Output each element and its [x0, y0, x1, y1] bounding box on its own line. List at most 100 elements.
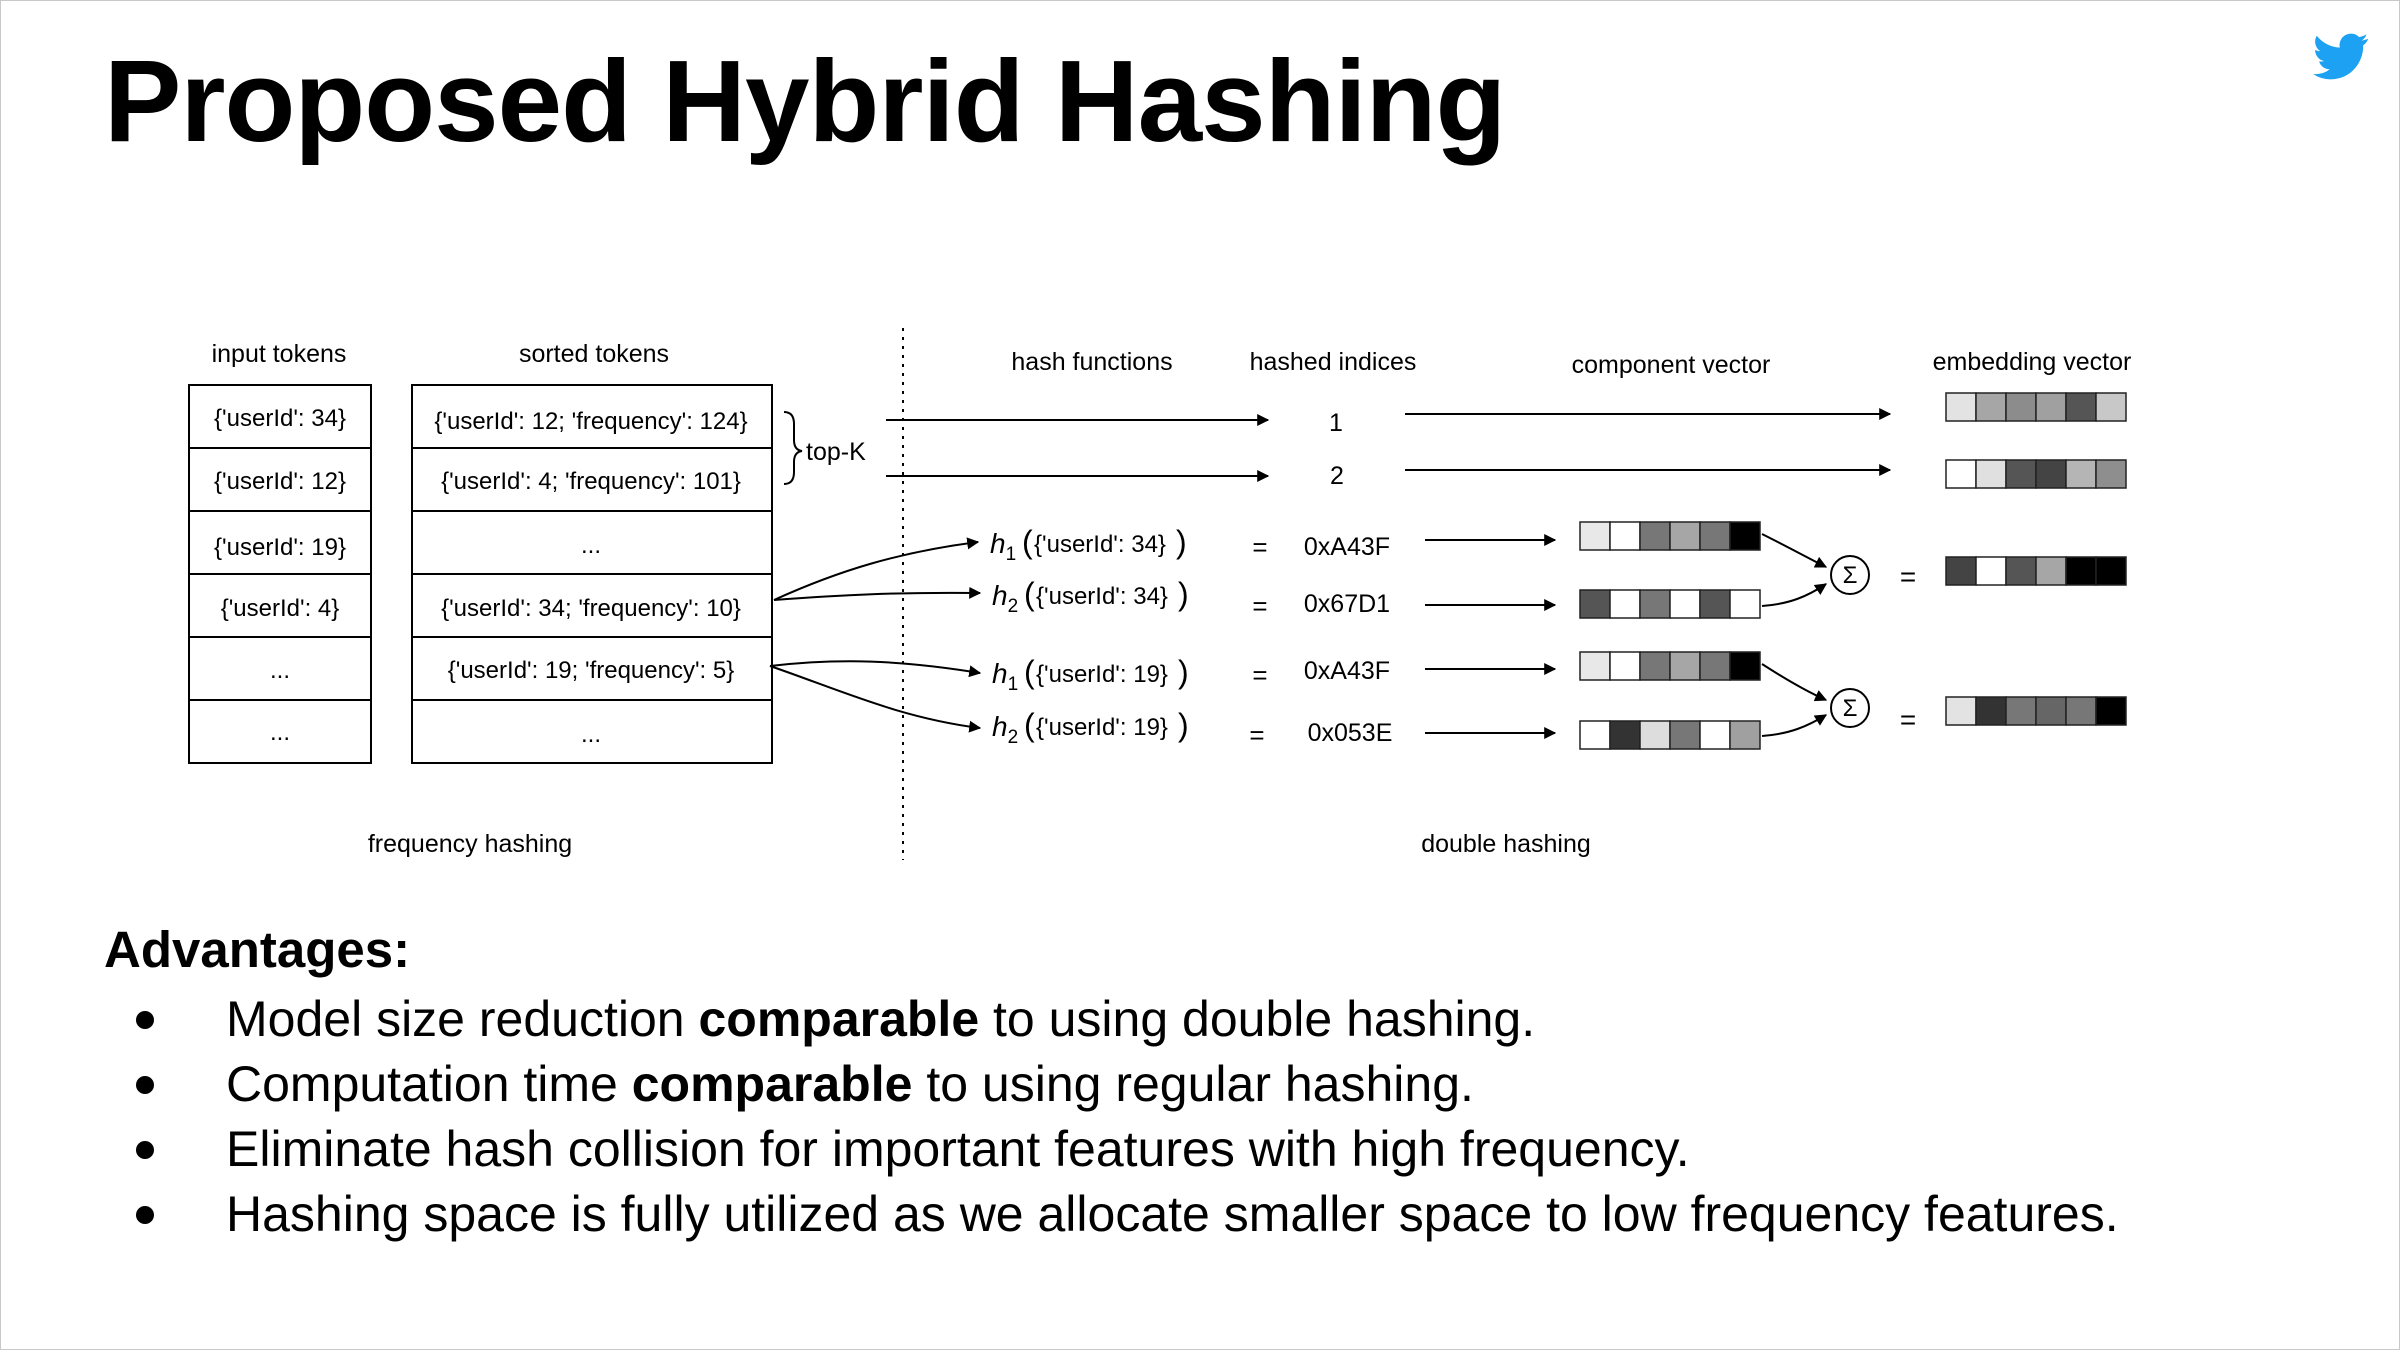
input-token-cell: {'userId': 4}	[221, 595, 340, 622]
input-token-cell: {'userId': 12}	[214, 468, 346, 495]
svg-text:): )	[1178, 576, 1189, 612]
input-token-cell: ...	[270, 719, 290, 746]
svg-text:0x053E: 0x053E	[1308, 719, 1393, 747]
vector-cell	[1729, 720, 1761, 750]
vector-cell	[1729, 651, 1761, 681]
vector-cell	[1975, 392, 2007, 422]
sum-input-arrow	[1761, 663, 1828, 702]
vector-cell	[2005, 392, 2037, 422]
component-vector	[1579, 589, 1761, 619]
vector-cell	[1669, 651, 1701, 681]
vector-cell	[1609, 589, 1641, 619]
vector-cell	[1609, 521, 1641, 551]
vector-cell	[2035, 392, 2067, 422]
vector-cell	[1699, 521, 1731, 551]
svg-text:h1: h1	[992, 658, 1018, 695]
vector-cell	[1669, 589, 1701, 619]
double-hashing-label: double hashing	[1421, 830, 1591, 858]
sorted-token-cell: {'userId': 4; 'frequency': 101}	[441, 468, 741, 495]
vector-cell	[1639, 720, 1671, 750]
vector-cell	[1639, 521, 1671, 551]
svg-text:(: (	[1024, 707, 1035, 743]
input-tokens-header: input tokens	[212, 340, 347, 368]
bullet-icon	[136, 1141, 154, 1159]
sorted-token-cell: {'userId': 12; 'frequency': 124}	[434, 408, 747, 435]
vector-cell	[1579, 589, 1611, 619]
svg-text:): )	[1178, 654, 1189, 690]
embedding-vector-header: embedding vector	[1933, 348, 2132, 376]
hash-input-arrow	[773, 537, 980, 601]
vector-cell	[2035, 696, 2067, 726]
vector-cell	[2095, 696, 2127, 726]
vector-cell	[1579, 651, 1611, 681]
svg-text:0xA43F: 0xA43F	[1304, 533, 1390, 561]
top-k-brace	[783, 411, 803, 485]
slide-title: Proposed Hybrid Hashing	[104, 36, 1506, 166]
input-tokens-dividers	[189, 447, 371, 701]
svg-text:=: =	[1252, 591, 1267, 621]
vector-cell	[2095, 556, 2127, 586]
vector-cell	[1975, 459, 2007, 489]
vector-cell	[1639, 589, 1671, 619]
bullet-icon	[136, 1206, 154, 1224]
embedding-vector	[1945, 696, 2127, 726]
vector-cell	[1579, 720, 1611, 750]
advantage-item: Model size reduction comparable to using…	[128, 987, 2119, 1052]
vector-cell	[1669, 521, 1701, 551]
hash-row: h2 ( {'userId': 19} ) = 0x053E	[992, 707, 1392, 750]
svg-text:=: =	[1252, 532, 1267, 562]
vector-cell	[1579, 521, 1611, 551]
hash-input-arrow	[773, 586, 982, 601]
sorted-token-cell: ...	[581, 532, 601, 559]
sorted-tokens-header: sorted tokens	[519, 340, 669, 368]
component-vector	[1579, 651, 1761, 681]
sorted-token-cell: {'userId': 19; 'frequency': 5}	[448, 657, 735, 684]
vector-cell	[2065, 392, 2097, 422]
hash-functions-header: hash functions	[1011, 348, 1172, 376]
svg-text:h2: h2	[992, 711, 1018, 748]
input-token-cell: {'userId': 34}	[214, 405, 346, 432]
hash-row: h1 ( {'userId': 34} ) = 0xA43F	[990, 524, 1390, 565]
hash-row: h2 ( {'userId': 34} ) = 0x67D1	[992, 576, 1390, 621]
vector-cell	[1945, 556, 1977, 586]
sum-input-arrow	[1761, 714, 1828, 737]
sorted-token-cell: {'userId': 34; 'frequency': 10}	[441, 595, 741, 622]
sum-equals: =	[1900, 704, 1916, 735]
sum-input-arrow	[1761, 533, 1828, 568]
vector-cell	[1945, 459, 1977, 489]
svg-text:(: (	[1022, 524, 1033, 560]
vector-cell	[1699, 720, 1731, 750]
top-k-label: top-K	[806, 438, 866, 466]
vector-cell	[1729, 589, 1761, 619]
hash-input-arrow	[769, 665, 982, 733]
svg-text:{'userId': 34}: {'userId': 34}	[1034, 531, 1166, 558]
vector-cell	[2095, 392, 2127, 422]
vector-cell	[2035, 459, 2067, 489]
vector-cell	[1639, 651, 1671, 681]
vector-cell	[1609, 651, 1641, 681]
svg-text:=: =	[1252, 660, 1267, 690]
frequency-hashing-label: frequency hashing	[368, 830, 572, 858]
svg-text:0x67D1: 0x67D1	[1304, 590, 1390, 618]
sorted-token-cell: ...	[581, 721, 601, 748]
vector-cell	[2005, 556, 2037, 586]
vector-cell	[1945, 392, 1977, 422]
sum-input-arrow	[1761, 583, 1827, 607]
svg-text:h1: h1	[990, 528, 1016, 565]
vector-cell	[1669, 720, 1701, 750]
embedding-vector	[1945, 392, 2127, 422]
bullet-icon	[136, 1011, 154, 1029]
advantage-item: Computation time comparable to using reg…	[128, 1052, 2119, 1117]
svg-text:{'userId': 19}: {'userId': 19}	[1036, 714, 1168, 741]
component-vector-header: component vector	[1572, 351, 1771, 379]
advantage-item: Eliminate hash collision for important f…	[128, 1117, 2119, 1182]
sum-node: Σ	[1830, 688, 1870, 728]
advantage-item: Hashing space is fully utilized as we al…	[128, 1182, 2119, 1247]
vector-cell	[1699, 589, 1731, 619]
twitter-bird-icon	[2313, 33, 2369, 80]
svg-text:=: =	[1249, 720, 1264, 750]
vector-cell	[2065, 696, 2097, 726]
vector-cell	[2005, 459, 2037, 489]
svg-text:(: (	[1024, 576, 1035, 612]
svg-text:h2: h2	[992, 580, 1018, 617]
